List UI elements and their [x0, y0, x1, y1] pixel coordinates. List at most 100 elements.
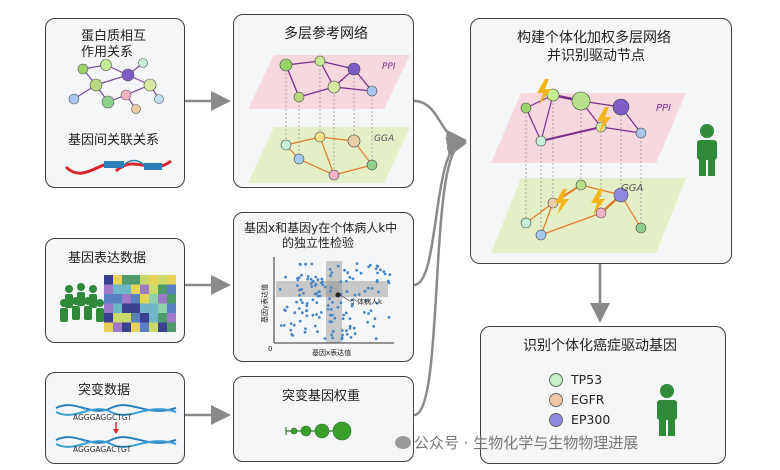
scatter-point: [348, 324, 352, 328]
scatter-point: [353, 332, 357, 336]
scatter-point: [355, 269, 358, 272]
scatter-point: [387, 281, 391, 285]
scatter-point: [306, 277, 309, 281]
origin-label: 0: [268, 345, 272, 353]
scatter-point: [309, 282, 313, 285]
scatter-point: [323, 337, 327, 340]
heatmap-cell: [122, 322, 131, 332]
scatter-point: [318, 290, 321, 293]
scatter-point: [348, 317, 352, 320]
scatter-point: [291, 334, 295, 337]
heatmap-cell: [158, 275, 167, 285]
heatmap-cell: [149, 313, 158, 323]
heatmap-cell: [167, 275, 176, 285]
multilayer-network-panel: 多层参考网络 PPI: [233, 14, 414, 188]
heatmap-cell: [104, 313, 113, 323]
scatter-point: [370, 287, 374, 290]
heatmap-cell: [149, 322, 158, 332]
arrow-multilayer-to-build: [413, 99, 467, 150]
scatter-point: [304, 262, 307, 266]
scatter-point: [336, 264, 340, 268]
scatter-point: [363, 311, 366, 314]
scatter-point: [296, 278, 300, 282]
scatter-point: [293, 311, 297, 315]
mutation-weight-title: 突变基因权重: [282, 389, 361, 404]
scatter-point: [377, 290, 380, 294]
heatmap-cell: [113, 284, 122, 294]
arrow-weight-to-build: [413, 136, 467, 417]
patient-k-label: 个体病人k: [350, 297, 383, 306]
heatmap-cell: [140, 284, 149, 294]
heatmap-cell: [167, 294, 176, 304]
bolt-icon: [537, 79, 551, 105]
mutation-title: 突变数据: [78, 383, 131, 398]
scatter-point: [311, 280, 315, 284]
patient-icon: [657, 384, 677, 436]
scatter-point: [315, 292, 318, 296]
scatter-point: [345, 332, 349, 336]
scatter-point: [295, 284, 299, 287]
scatter-point: [345, 290, 349, 293]
build-title-line2: 并识别驱动节点: [547, 48, 645, 64]
scatter-point: [383, 272, 387, 276]
scatter-point: [282, 324, 286, 327]
heatmap-cell: [167, 313, 176, 323]
scatter-point: [302, 292, 305, 295]
scatter-point: [300, 311, 304, 315]
scatter-point: [285, 305, 289, 309]
scatter-point: [331, 330, 335, 333]
mutation-weight-panel: 突变基因权重: [233, 376, 414, 462]
gene-assoc-title: 基因间关联关系: [68, 133, 160, 148]
scatter-point: [369, 263, 372, 267]
scatter-point: [311, 298, 315, 302]
heatmap-cell: [131, 275, 140, 285]
expression-panel: 基因表达数据: [45, 238, 185, 343]
scatter-point: [305, 314, 309, 318]
heatmap-cell: [131, 294, 140, 304]
weight-scale-graphic: [285, 421, 352, 441]
scatter-point: [379, 268, 382, 272]
expression-heatmap: [104, 275, 176, 332]
independence-title-line1: 基因x和基因y在个体病人k中: [244, 221, 398, 235]
scatter-point: [328, 313, 332, 317]
scatter-point: [341, 333, 344, 337]
scatter-point: [314, 275, 318, 279]
scatter-point: [364, 299, 367, 302]
heatmap-cell: [158, 294, 167, 304]
heatmap-cell: [149, 284, 158, 294]
scatter-point: [298, 319, 302, 323]
scatter-point: [319, 311, 323, 314]
gga-layer-label: GGA: [621, 183, 643, 194]
heatmap-cell: [149, 294, 158, 304]
scatter-point: [369, 309, 373, 313]
scatter-point: [310, 285, 314, 288]
heatmap-cell: [158, 284, 167, 294]
scatter-point: [357, 293, 361, 296]
heatmap-cell: [167, 303, 176, 313]
scatter-point: [333, 316, 337, 320]
scatter-point: [329, 308, 333, 311]
heatmap-cell: [113, 303, 122, 313]
heatmap-cell: [122, 294, 131, 304]
scatter-point: [350, 298, 354, 302]
scatter-point: [344, 329, 348, 333]
identify-drivers-panel: 识别个体化癌症驱动基因 TP53 EGFR EP300: [480, 326, 726, 464]
scatter-point: [311, 313, 315, 317]
scatter-point: [292, 323, 296, 327]
heatmap-cell: [149, 303, 158, 313]
ppi-network-graphic: [68, 58, 164, 114]
gene-name: EGFR: [571, 392, 605, 407]
scatter-point: [366, 320, 370, 324]
heatmap-cell: [104, 294, 113, 304]
dna-sequence-bottom: AGGGAGACTGT: [73, 445, 132, 454]
scatter-point: [328, 320, 332, 323]
scatter-point: [329, 289, 332, 293]
heatmap-cell: [131, 284, 140, 294]
scatter-point: [315, 313, 318, 316]
scatter-point: [342, 313, 346, 317]
scatter-point: [388, 273, 392, 276]
scatter-point: [367, 265, 371, 269]
scatter-point: [331, 301, 334, 304]
ppi-layer-label: PPI: [656, 103, 671, 114]
scatter-point: [353, 293, 357, 297]
